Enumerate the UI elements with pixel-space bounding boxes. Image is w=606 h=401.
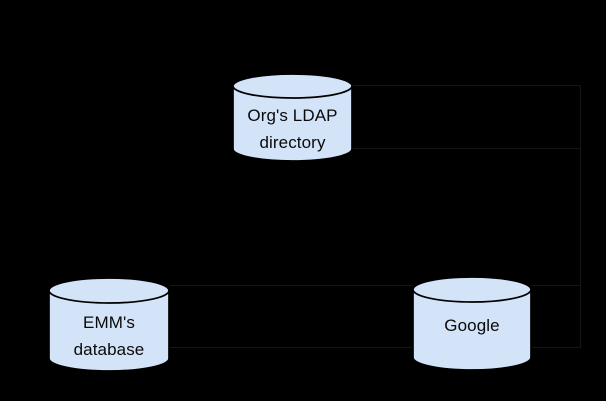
node-label-line: database [73,340,145,359]
node-emm-database: EMM's database [48,277,170,373]
connector-line-google-right-upper [532,285,580,286]
database-cylinder-icon [412,276,532,371]
node-label-line: Google [444,315,500,335]
node-label-line: directory [259,133,326,152]
node-label-emm: EMM's database [48,304,170,368]
node-label-ldap: Org's LDAP directory [232,99,353,159]
node-label-line: EMM's [83,313,135,332]
node-label-line: Org's LDAP [247,106,338,125]
node-google: Google [412,276,532,372]
connector-line-emm-google-lower [170,347,412,348]
database-cylinder-icon [232,73,353,162]
connector-line-emm-google-upper [170,285,412,286]
connector-line-ldap-to-right-upper [353,85,580,86]
connector-line-ldap-to-right-lower [353,148,580,149]
node-ldap-directory: Org's LDAP directory [232,73,353,163]
connector-line-google-right-lower [532,347,580,348]
node-label-google: Google [412,298,532,352]
database-cylinder-icon [48,277,170,372]
connector-line-right-vertical [580,85,581,348]
